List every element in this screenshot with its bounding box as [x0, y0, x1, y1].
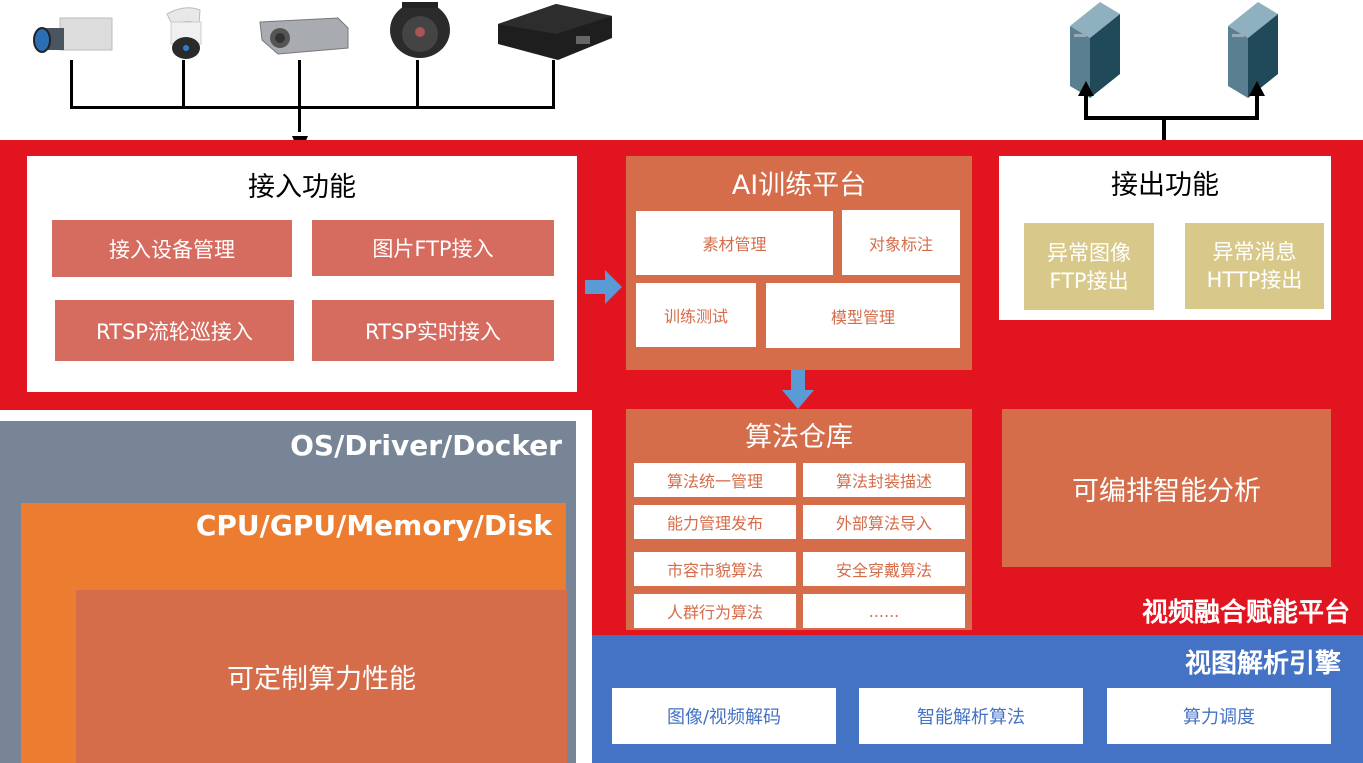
box-camera-icon — [33, 17, 113, 53]
output-item-line: 异常消息 — [1212, 240, 1297, 264]
output-item[interactable]: 异常图像 FTP接出 — [1024, 223, 1154, 310]
connector-line — [1162, 116, 1166, 156]
output-item-line: 异常图像 — [1047, 240, 1131, 265]
access-item[interactable]: 图片FTP接入 — [312, 220, 554, 276]
connector-line — [182, 60, 185, 109]
algo-repo-title: 算法仓库 — [745, 421, 853, 453]
ptz-dome-camera-icon — [166, 7, 202, 59]
server-tower-icon — [1070, 2, 1120, 98]
arrow-up-icon — [1249, 81, 1265, 96]
arrow-down-icon — [782, 370, 814, 409]
access-item[interactable]: RTSP流轮巡接入 — [55, 300, 294, 361]
access-item[interactable]: RTSP实时接入 — [312, 300, 554, 361]
ai-training-item[interactable]: 对象标注 — [842, 210, 960, 275]
algo-repo-panel: 算法仓库 算法统一管理 算法封装描述 能力管理发布 外部算法导入 市容市貌算法 … — [626, 409, 972, 630]
compute-layer: 可定制算力性能 — [76, 590, 567, 763]
connector-line — [298, 60, 301, 132]
algo-item[interactable]: 人群行为算法 — [634, 594, 796, 628]
ai-training-item[interactable]: 模型管理 — [766, 283, 960, 348]
engine-panel: 视图解析引擎 图像/视频解码 智能解析算法 算力调度 — [592, 635, 1363, 763]
arrow-right-icon — [585, 270, 622, 304]
server-tower-icon — [1228, 2, 1278, 98]
output-item[interactable]: 异常消息 HTTP接出 — [1185, 223, 1324, 309]
hardware-label: CPU/GPU/Memory/Disk — [195, 509, 552, 542]
orchestration-box[interactable]: 可编排智能分析 — [1002, 409, 1331, 567]
algo-item[interactable]: 能力管理发布 — [634, 505, 796, 539]
algo-item[interactable]: 算法封装描述 — [803, 463, 965, 497]
connector-line — [1255, 94, 1259, 118]
connector-line — [416, 60, 419, 109]
device-row — [0, 0, 620, 140]
connector-line — [70, 106, 555, 109]
ai-training-panel: AI训练平台 素材管理 对象标注 训练测试 模型管理 — [626, 156, 972, 370]
output-item-line: FTP接出 — [1049, 268, 1129, 293]
connector-line — [1084, 116, 1259, 120]
output-title: 接出功能 — [1111, 169, 1219, 201]
algo-item[interactable]: ...... — [803, 594, 965, 628]
arrow-up-icon — [1078, 81, 1094, 96]
platform-label: 视频融合赋能平台 — [1141, 598, 1350, 628]
algo-item[interactable]: 算法统一管理 — [634, 463, 796, 497]
ai-training-item[interactable]: 素材管理 — [636, 211, 833, 275]
connector-line — [70, 60, 73, 109]
algo-item[interactable]: 外部算法导入 — [803, 505, 965, 539]
ai-training-item[interactable]: 训练测试 — [636, 283, 756, 347]
nvr-recorder-icon — [498, 4, 612, 60]
dome-camera-icon — [390, 2, 450, 58]
os-label: OS/Driver/Docker — [290, 429, 562, 462]
engine-item[interactable]: 算力调度 — [1107, 688, 1331, 744]
access-panel: 接入功能 接入设备管理 图片FTP接入 RTSP流轮巡接入 RTSP实时接入 — [27, 156, 577, 392]
access-item[interactable]: 接入设备管理 — [52, 220, 292, 277]
bullet-camera-icon — [259, 17, 349, 55]
output-panel: 接出功能 异常图像 FTP接出 异常消息 HTTP接出 — [999, 156, 1331, 320]
algo-item[interactable]: 安全穿戴算法 — [803, 552, 965, 586]
engine-item[interactable]: 图像/视频解码 — [612, 688, 836, 744]
connector-line — [552, 60, 555, 109]
algo-item[interactable]: 市容市貌算法 — [634, 552, 796, 586]
access-title: 接入功能 — [248, 171, 356, 203]
connector-line — [1084, 94, 1088, 118]
ai-training-title: AI训练平台 — [731, 169, 867, 201]
engine-title: 视图解析引擎 — [1184, 649, 1341, 679]
engine-item[interactable]: 智能解析算法 — [859, 688, 1083, 744]
output-item-line: HTTP接出 — [1206, 268, 1303, 292]
